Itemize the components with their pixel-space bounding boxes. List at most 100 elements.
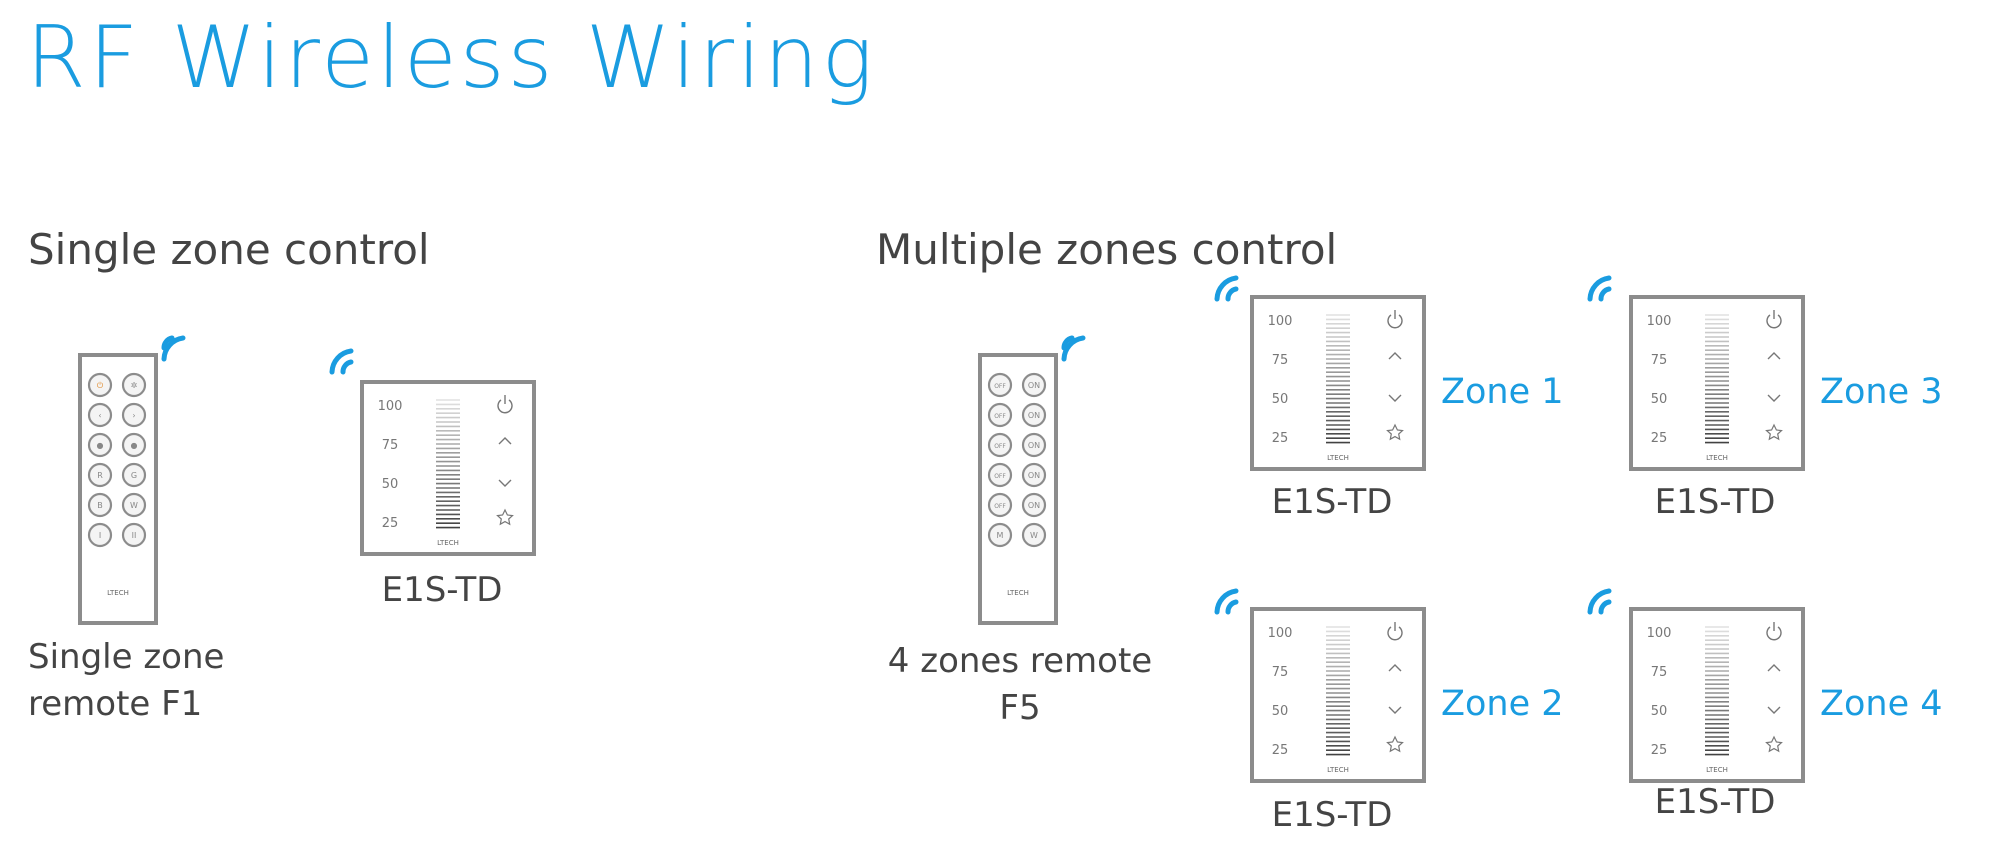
signal-waves-icon — [329, 348, 354, 375]
remote-button[interactable]: › — [121, 402, 147, 428]
power-icon — [497, 395, 513, 414]
svg-text:W: W — [1030, 531, 1038, 540]
svg-text:ON: ON — [1028, 471, 1040, 480]
power-icon — [1387, 310, 1403, 329]
signal-waves-icon — [161, 335, 186, 362]
remote-button[interactable]: ON — [1021, 402, 1047, 428]
remote-button[interactable]: OFF — [987, 492, 1013, 518]
star-icon — [1765, 735, 1783, 753]
brand-logo: LTECH — [1327, 766, 1349, 774]
remote-button[interactable]: I — [87, 522, 113, 548]
level-label: 75 — [382, 438, 399, 453]
level-label: 25 — [382, 516, 399, 531]
panel-label-zone-1: E1S-TD — [1271, 482, 1393, 522]
chevron-up-icon — [1388, 664, 1402, 672]
signal-waves-icon — [1214, 588, 1239, 615]
remote-button[interactable]: ON — [1021, 432, 1047, 458]
level-label: 50 — [1272, 392, 1289, 407]
level-label: 100 — [1647, 314, 1672, 329]
remote-button[interactable]: ✲ — [121, 372, 147, 398]
remote-button[interactable]: OFF — [987, 462, 1013, 488]
level-label: 75 — [1272, 665, 1289, 680]
panel-label-zone-3: E1S-TD — [1654, 482, 1776, 522]
svg-text:B: B — [97, 501, 103, 510]
chevron-up-icon — [1388, 352, 1402, 360]
remote-button[interactable]: W — [121, 492, 147, 518]
remote-f1-caption-line1: Single zone — [28, 637, 225, 677]
signal-waves-icon — [1587, 588, 1612, 615]
svg-text:I: I — [99, 531, 101, 540]
remote-button[interactable]: ON — [1021, 372, 1047, 398]
remote-button[interactable]: B — [87, 492, 113, 518]
remote-button[interactable]: ● — [87, 432, 113, 458]
brand-logo: LTECH — [107, 589, 129, 597]
multiple-zones-heading: Multiple zones control — [876, 225, 1338, 274]
chevron-down-icon — [1767, 706, 1781, 714]
star-icon — [496, 508, 514, 526]
level-label: 75 — [1272, 353, 1289, 368]
zone-1-label: Zone 1 — [1441, 372, 1564, 412]
level-label: 75 — [1651, 665, 1668, 680]
star-icon — [1765, 423, 1783, 441]
svg-text:●: ● — [131, 441, 138, 450]
svg-text:OFF: OFF — [994, 413, 1006, 420]
star-icon — [1386, 735, 1404, 753]
single-zone-heading: Single zone control — [28, 225, 430, 274]
svg-text:ON: ON — [1028, 411, 1040, 420]
panel-label-zone-4: E1S-TD — [1654, 782, 1776, 822]
svg-text:OFF: OFF — [994, 473, 1006, 480]
remote-f5-caption: 4 zones remote F5 — [880, 638, 1160, 732]
remote-button[interactable]: ‹ — [87, 402, 113, 428]
level-label: 75 — [1651, 353, 1668, 368]
remote-button[interactable]: OFF — [987, 402, 1013, 428]
page-title: RF Wireless Wiring — [26, 8, 877, 108]
svg-text:W: W — [130, 501, 138, 510]
remote-button[interactable]: R — [87, 462, 113, 488]
level-label: 50 — [382, 477, 399, 492]
zone-2-label: Zone 2 — [1441, 684, 1564, 724]
remote-button[interactable]: G — [121, 462, 147, 488]
svg-text:G: G — [131, 471, 137, 480]
svg-text:OFF: OFF — [994, 443, 1006, 450]
zone-3-label: Zone 3 — [1820, 372, 1943, 412]
svg-text:M: M — [997, 531, 1004, 540]
remote-f1-caption: Single zone remote F1 — [28, 634, 224, 728]
remote-button[interactable]: ON — [1021, 462, 1047, 488]
svg-text:OFF: OFF — [994, 503, 1006, 510]
remote-button[interactable]: ● — [121, 432, 147, 458]
level-label: 50 — [1272, 704, 1289, 719]
svg-text:●: ● — [97, 441, 104, 450]
svg-text:ON: ON — [1028, 381, 1040, 390]
chevron-down-icon — [1767, 394, 1781, 402]
panel-label-single: E1S-TD — [381, 570, 503, 610]
remote-button[interactable]: ⏻ — [87, 372, 113, 398]
remote-button[interactable]: II — [121, 522, 147, 548]
chevron-down-icon — [1388, 706, 1402, 714]
chevron-up-icon — [1767, 664, 1781, 672]
level-label: 25 — [1272, 431, 1289, 446]
level-label: 100 — [1268, 314, 1293, 329]
panel-label-zone-2: E1S-TD — [1271, 795, 1393, 835]
svg-text:⏻: ⏻ — [97, 381, 104, 390]
remote-f1-caption-line2: remote F1 — [28, 684, 203, 724]
brand-logo: LTECH — [1706, 766, 1728, 774]
remote-button[interactable]: OFF — [987, 432, 1013, 458]
remote-button[interactable]: OFF — [987, 372, 1013, 398]
power-icon — [1387, 622, 1403, 641]
brand-logo: LTECH — [437, 539, 459, 547]
power-icon — [1766, 310, 1782, 329]
level-label: 25 — [1651, 743, 1668, 758]
remote-button[interactable]: ON — [1021, 492, 1047, 518]
remote-button[interactable]: M — [987, 522, 1013, 548]
remote-button[interactable]: W — [1021, 522, 1047, 548]
